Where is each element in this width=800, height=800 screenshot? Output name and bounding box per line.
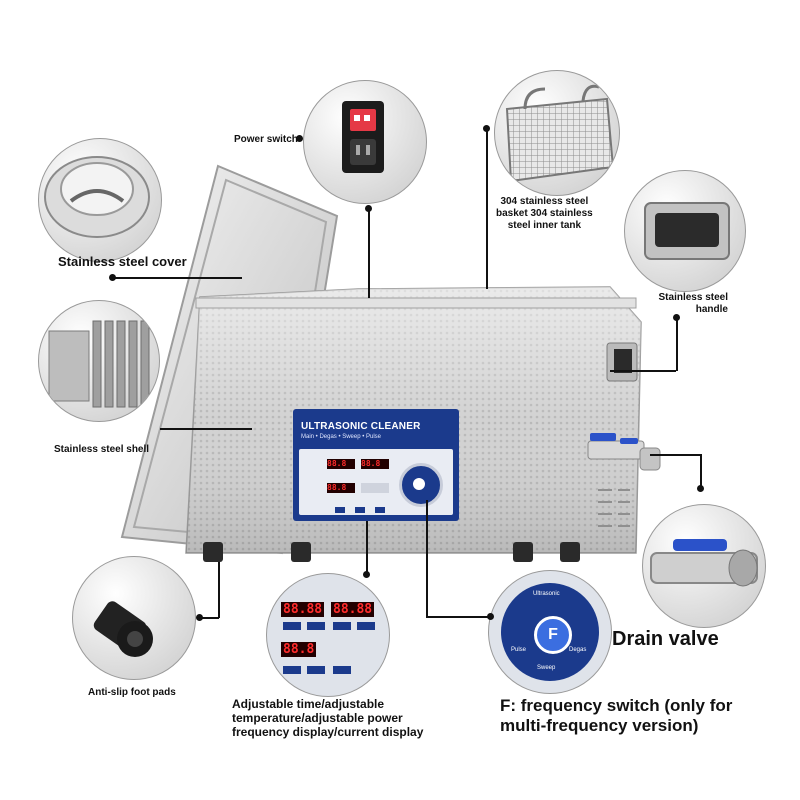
drain-valve-label: Drain valve bbox=[612, 628, 719, 650]
lid-icon bbox=[44, 156, 150, 238]
shell-closeup bbox=[38, 300, 160, 422]
handle-icon bbox=[644, 202, 730, 260]
readout-2: 88.88 bbox=[331, 602, 375, 617]
display-closeup: 88.88 88.88 88.8 bbox=[266, 573, 390, 697]
callout-dot bbox=[296, 135, 303, 142]
shell-fins-icon bbox=[48, 320, 150, 408]
power-rocker-icon bbox=[342, 101, 384, 173]
power-switch-label: Power switch bbox=[234, 134, 298, 145]
cover-closeup bbox=[38, 138, 162, 262]
foot-pads-label: Anti-slip foot pads bbox=[88, 687, 176, 698]
frequency-label: F: frequency switch (only for multi-freq… bbox=[500, 696, 733, 735]
panel-subtitle: Main • Degas • Sweep • Pulse bbox=[301, 434, 382, 440]
control-panel: ULTRASONIC CLEANER Main • Degas • Sweep … bbox=[293, 409, 459, 521]
panel-face: 88.8 88.8 88.8 bbox=[299, 449, 453, 515]
handle-closeup bbox=[624, 170, 746, 292]
foot-pad-icon bbox=[93, 601, 153, 657]
basket-closeup bbox=[494, 70, 620, 196]
power-switch-closeup bbox=[303, 80, 427, 204]
foot-pad-closeup bbox=[72, 556, 196, 680]
body-handle bbox=[606, 342, 638, 382]
panel-title: ULTRASONIC CLEANER bbox=[301, 421, 421, 432]
display-label: Adjustable time/adjustable temperature/a… bbox=[232, 697, 424, 739]
drain-valve-body bbox=[587, 433, 661, 471]
cover-label: Stainless steel cover bbox=[58, 254, 187, 269]
readout-1: 88.88 bbox=[281, 602, 325, 617]
shell-label: Stainless steel shell bbox=[54, 444, 150, 455]
frequency-switch-key[interactable]: F bbox=[534, 616, 572, 654]
readout-3: 88.8 bbox=[281, 642, 317, 657]
basket-icon bbox=[505, 84, 615, 183]
handle-label: Stainless steel handle bbox=[658, 292, 728, 315]
basket-label: 304 stainless steel basket 304 stainless… bbox=[496, 196, 593, 231]
frequency-dial-closeup: F Ultrasonic Pulse Degas Sweep bbox=[488, 570, 612, 694]
drain-valve-closeup bbox=[642, 504, 766, 628]
drain-valve-icon bbox=[650, 539, 758, 587]
